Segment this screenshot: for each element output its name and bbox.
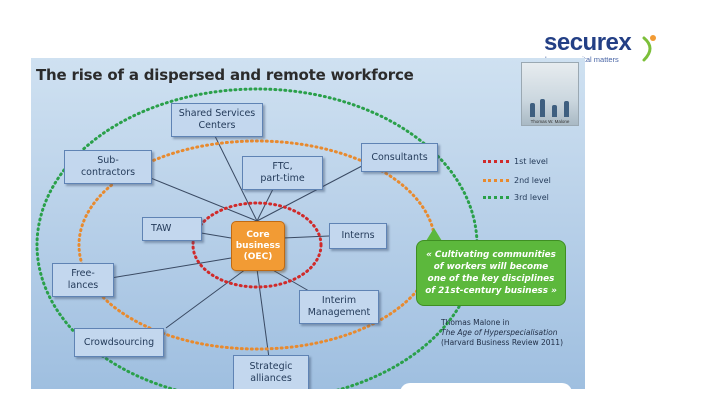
node-subcontractors: Sub- contractors: [64, 150, 152, 184]
legend-second-level: 2nd level: [483, 176, 551, 185]
logo-wordmark: securex: [544, 29, 632, 56]
book-caption: Thomas W. Malone: [530, 119, 570, 124]
node-freelances: Free- lances: [52, 263, 114, 297]
legend-third-level: 3rd level: [483, 193, 549, 202]
connector-line: [282, 235, 330, 239]
citation-source: (Harvard Business Review 2011): [441, 338, 563, 347]
bottom-card: [400, 383, 572, 405]
quote-box: « Cultivating communities of workers wil…: [416, 240, 566, 306]
node-interns: Interns: [329, 223, 387, 249]
node-strategic-alliances: Strategic alliances: [233, 355, 309, 389]
legend-label: 3rd level: [514, 193, 549, 202]
connector-line: [200, 232, 232, 239]
quote-pointer: [426, 228, 442, 241]
citation-work: The Age of Hyperspecialisation: [441, 328, 558, 337]
figure-shape: [540, 99, 545, 117]
slide: The rise of a dispersed and remote workf…: [31, 58, 585, 389]
legend-swatch: [483, 196, 509, 199]
connector-line: [256, 268, 270, 359]
logo-mark-icon: [642, 35, 656, 62]
citation-author: Thomas Malone in: [441, 318, 510, 327]
node-ftc-part-time: FTC, part-time: [242, 156, 323, 190]
legend-label: 1st level: [514, 157, 548, 166]
legend-first-level: 1st level: [483, 157, 548, 166]
ring-first-level: [191, 201, 323, 289]
node-crowdsourcing: Crowdsourcing: [74, 328, 164, 357]
figure-shape: [552, 105, 557, 117]
citation: Thomas Malone in The Age of Hyperspecial…: [441, 318, 563, 348]
node-consultants: Consultants: [361, 143, 438, 172]
connector-line: [110, 257, 232, 279]
node-interim-management: Interim Management: [299, 290, 379, 324]
slide-title: The rise of a dispersed and remote workf…: [36, 66, 414, 84]
legend-swatch: [483, 160, 509, 163]
legend-swatch: [483, 179, 509, 182]
connector-line: [165, 268, 247, 329]
core-business: Core business (OEC): [231, 221, 285, 271]
book-cover-image: Thomas W. Malone: [521, 62, 579, 126]
figure-shape: [564, 101, 569, 117]
node-shared-services: Shared Services Centers: [171, 103, 263, 137]
node-taw: TAW: [142, 217, 202, 241]
legend-label: 2nd level: [514, 176, 551, 185]
figure-shape: [530, 103, 535, 117]
